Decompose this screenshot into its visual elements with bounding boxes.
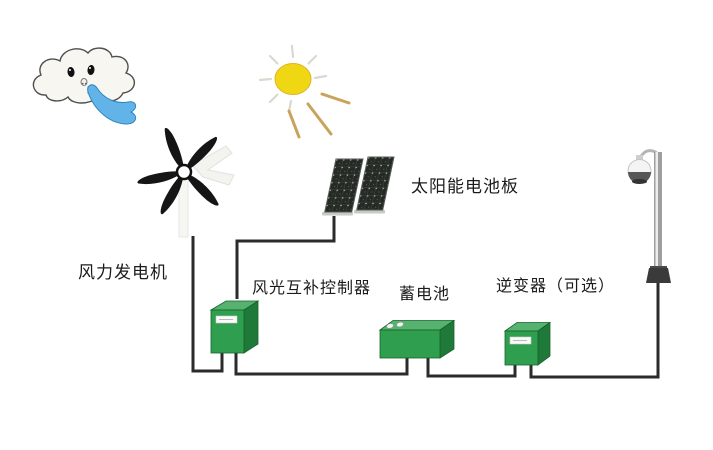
- label-controller: 风光互补控制器: [252, 280, 372, 297]
- turbine-hub: [175, 163, 193, 181]
- eye-highlight: [89, 67, 91, 69]
- wire-battery-to-inverter: [426, 358, 517, 378]
- cloud-icon: [32, 47, 135, 104]
- label-inverter: 逆变器（可选）: [496, 278, 616, 295]
- wire-solar-to-controller: [235, 216, 336, 299]
- label-solar-panel: 太阳能电池板: [411, 177, 519, 196]
- sun-beam: [320, 92, 351, 105]
- panel-base-strip: [322, 212, 353, 216]
- label-wind-turbine: 风力发电机: [78, 263, 168, 282]
- inverter-box: [503, 321, 552, 366]
- cloud-nose: [80, 78, 88, 86]
- controller-box: [209, 300, 260, 354]
- label-battery: 蓄电池: [399, 286, 451, 303]
- battery-terminal: [386, 323, 394, 329]
- dome-camera-icon: [627, 159, 652, 184]
- wind-turbine-illustration: [137, 127, 235, 238]
- wire-inverter-to-pole: [529, 283, 660, 379]
- battery-terminal: [396, 321, 404, 328]
- solar-panel-left: [324, 158, 364, 213]
- solar-panel-illustration: [322, 156, 395, 216]
- camera-pole-illustration: [627, 149, 671, 283]
- sun-beam: [287, 109, 301, 139]
- eye-highlight: [69, 69, 71, 71]
- wire-controller-to-battery: [234, 353, 409, 376]
- nostril: [85, 82, 87, 85]
- pole-base: [646, 268, 671, 283]
- nostril: [82, 82, 84, 85]
- pole-base-lip: [650, 266, 667, 269]
- sun-icon: [258, 44, 351, 139]
- turbine-blades: [137, 127, 219, 215]
- camera-hanger: [636, 155, 643, 160]
- turbine-tail-fin: [191, 145, 235, 186]
- wiring: [191, 216, 660, 379]
- battery-box: [378, 319, 456, 359]
- wind-cloud-illustration: [32, 47, 137, 125]
- solar-panel-right: [356, 156, 395, 211]
- pole-highlight: [655, 152, 658, 270]
- wind-gust-icon: [87, 84, 137, 125]
- wire-turbine-to-controller: [191, 236, 224, 373]
- sun-beam: [306, 102, 333, 136]
- panel-base-strip: [354, 210, 385, 214]
